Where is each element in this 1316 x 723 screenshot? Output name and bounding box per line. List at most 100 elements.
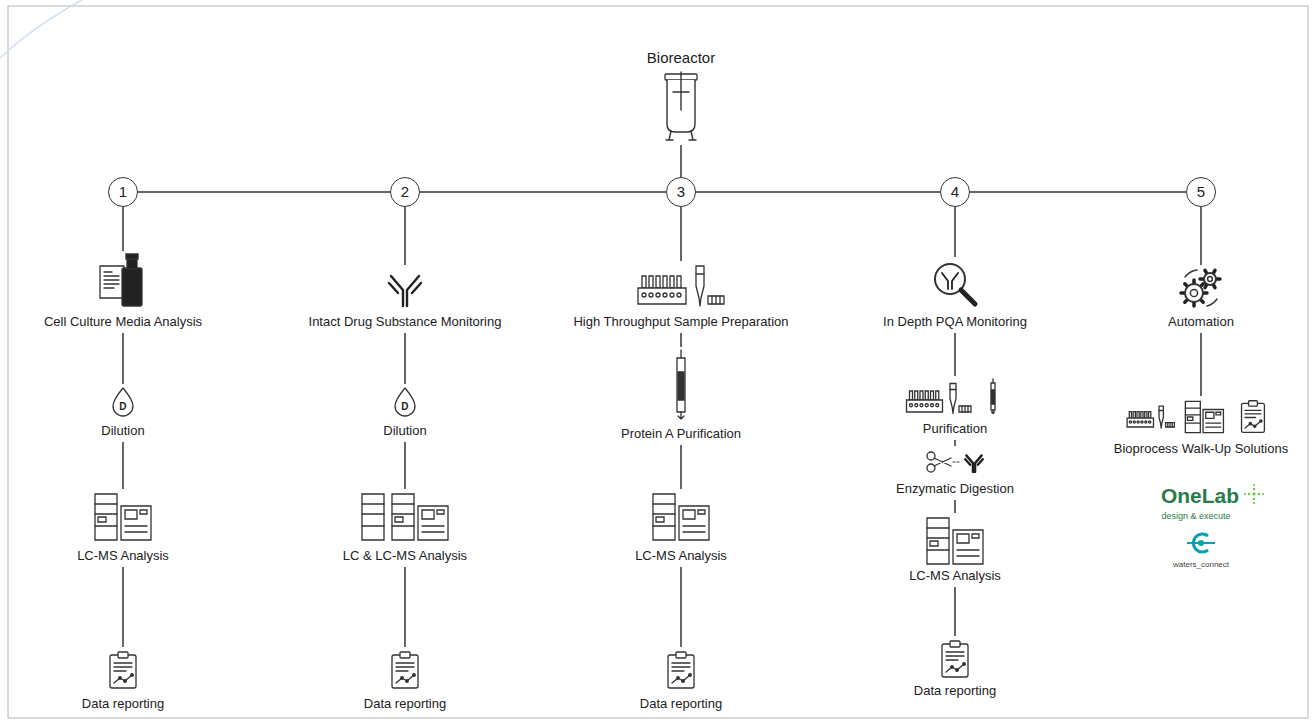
- connector-line: [954, 207, 956, 257]
- icon-group: [677, 350, 685, 419]
- icon-part: [1206, 423, 1221, 427]
- bioreactor-node: Bioreactor: [647, 50, 715, 142]
- icon-part: [698, 510, 705, 514]
- lclcms-icon-svg: [360, 492, 450, 542]
- icon-part: [1249, 401, 1258, 406]
- connector-line: [404, 567, 406, 647]
- icon-part: [418, 506, 448, 540]
- waters-connect-logo-text: waters_connect: [1173, 560, 1229, 569]
- connector-line: [954, 440, 956, 446]
- icon-group: [965, 455, 983, 472]
- step-number-circle: 1: [108, 177, 138, 207]
- icon-part: [126, 254, 138, 259]
- icon-part: [1141, 421, 1143, 423]
- process-step: Data reporting: [914, 639, 996, 699]
- step-label: Enzymatic Digestion: [896, 481, 1014, 497]
- icon-part: [392, 494, 414, 540]
- icon-part: [1204, 273, 1216, 285]
- icon-part: [114, 675, 132, 683]
- icon-group: [907, 384, 972, 414]
- icon-part: [437, 510, 444, 514]
- scissors-icon: [925, 449, 985, 475]
- icon-part: [961, 290, 975, 304]
- icon-part: [401, 677, 404, 680]
- icon-group: [638, 266, 724, 306]
- icon-part: [712, 296, 720, 304]
- icon-part: [1149, 412, 1151, 419]
- icon-part: [1145, 412, 1147, 419]
- icon-part: [992, 390, 995, 404]
- icon-part: [1141, 412, 1143, 419]
- report-icon: [388, 650, 422, 690]
- icon-part: [396, 663, 414, 671]
- icon-part: [1137, 412, 1139, 419]
- icon-part: [934, 458, 951, 466]
- icon-part: [396, 675, 414, 683]
- step-label: Intact Drug Substance Monitoring: [309, 314, 502, 330]
- antibody-icon: [385, 268, 425, 308]
- icon-group: [1127, 401, 1264, 433]
- icon-part: [1185, 408, 1200, 423]
- connector-line: [122, 442, 124, 489]
- connector-line: [680, 207, 682, 261]
- process-step: Bioprocess Walk-Up Solutions: [1114, 399, 1288, 457]
- lclcms-icon: [360, 492, 450, 542]
- step-label: Purification: [923, 421, 987, 437]
- logo-dot: [1253, 484, 1255, 486]
- icon-part: [677, 358, 685, 412]
- icon-part: [1187, 417, 1192, 420]
- connector-line: [954, 587, 956, 636]
- icon-part: [678, 372, 684, 400]
- column-icon: [673, 350, 689, 420]
- icon-part: [1203, 410, 1223, 433]
- icon-part: [677, 677, 680, 680]
- icon-part: [679, 506, 709, 540]
- report-icon: [664, 650, 698, 690]
- icon-part: [413, 674, 416, 677]
- connector-line: [420, 191, 666, 193]
- icon-part: [1200, 270, 1220, 287]
- icon-group: [392, 494, 448, 540]
- onelab-logo-text: OneLab: [1161, 484, 1239, 508]
- bioproc-icon: [1126, 399, 1276, 435]
- icon-part: [656, 517, 664, 522]
- step-label: LC-MS Analysis: [635, 548, 727, 564]
- lcms-icon-svg: [651, 492, 711, 542]
- step-label: Bioprocess Walk-Up Solutions: [1114, 441, 1288, 457]
- lcms-icon: [925, 516, 985, 562]
- icon-part: [1166, 423, 1175, 427]
- icon-part: [1254, 425, 1256, 427]
- icon-part: [110, 655, 136, 688]
- connector-line: [404, 442, 406, 489]
- connector-line: [404, 333, 406, 384]
- icon-part: [931, 391, 934, 400]
- icon-part: [946, 664, 964, 672]
- process-step: Data reporting: [640, 650, 722, 712]
- icon-group: [100, 254, 142, 306]
- rack-icon: [636, 264, 726, 308]
- waters-logo-mark: [1187, 534, 1215, 552]
- rack-icon-svg: [636, 264, 726, 308]
- icon-part: [1216, 412, 1221, 415]
- icon-part: [118, 652, 128, 658]
- callout-number: 2: [401, 184, 409, 200]
- icon-part: [1133, 412, 1135, 419]
- process-step: Intact Drug Substance Monitoring: [309, 268, 502, 330]
- step-label: Data reporting: [914, 683, 996, 699]
- step-label: Cell Culture Media Analysis: [44, 314, 202, 330]
- icon-part: [1185, 270, 1197, 277]
- icon-part: [656, 276, 660, 288]
- icon-part: [942, 273, 948, 289]
- step-number-circle: 3: [666, 177, 696, 207]
- outer-frame: [8, 6, 1308, 718]
- connector-line: [954, 500, 956, 513]
- icon-part: [121, 506, 151, 540]
- icon-part: [1137, 421, 1139, 423]
- lcms-icon: [93, 492, 153, 542]
- onelab-tagline: design & execute: [1161, 511, 1230, 521]
- logo-dot: [1258, 493, 1260, 495]
- icon-part: [663, 293, 667, 297]
- process-step: Data reporting: [82, 650, 164, 712]
- icon-part: [953, 530, 983, 564]
- connector-line: [122, 207, 124, 251]
